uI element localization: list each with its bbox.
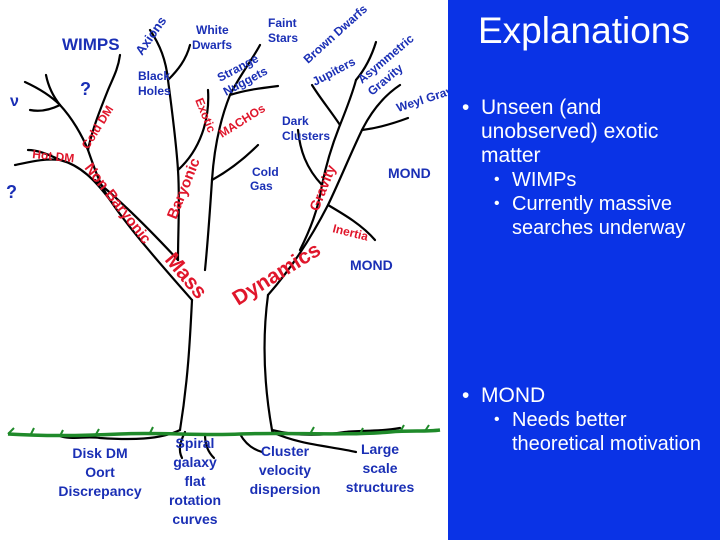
label-spiral-1: Spiral <box>176 435 215 451</box>
label-wimps: WIMPS <box>62 35 120 54</box>
label-disk-dm-2: Oort <box>85 464 115 480</box>
label-dark-clusters-2: Clusters <box>282 129 330 143</box>
root-labels: Disk DM Oort Discrepancy Spiral galaxy f… <box>58 435 414 527</box>
label-hot-dm: Hot DM <box>32 147 75 165</box>
label-mond-lower: MOND <box>350 257 393 273</box>
bullet-text: MOND <box>481 384 546 407</box>
bullet-text: Unseen (and unobserved) exotic matter <box>481 96 659 167</box>
sub-bullets: •WIMPs •Currently massive searches under… <box>494 168 712 240</box>
label-spiral-2: galaxy <box>173 454 217 470</box>
label-mass: Mass <box>160 248 211 303</box>
label-exotic: Exotic <box>192 96 219 135</box>
sub-bullet-glyph: • <box>494 195 500 212</box>
label-cluster-3: dispersion <box>250 481 321 497</box>
bullet-mond: • MOND •Needs better theoretical motivat… <box>462 384 712 456</box>
label-spiral-3: flat <box>185 473 206 489</box>
label-faint-stars-2: Stars <box>268 31 298 45</box>
label-cluster-1: Cluster <box>261 443 310 459</box>
bullet-unseen-matter: • Unseen (and unobserved) exotic matter … <box>462 96 712 240</box>
label-inertia: Inertia <box>331 221 370 243</box>
label-axions: Axions <box>132 14 169 58</box>
bullet-glyph: • <box>462 384 470 407</box>
label-black-holes-2: Holes <box>138 84 171 98</box>
label-mond-upper: MOND <box>388 165 431 181</box>
explanations-panel: Explanations • Unseen (and unobserved) e… <box>448 0 720 540</box>
ground-line <box>7 428 441 438</box>
label-nu: ν <box>10 93 19 110</box>
label-machos: MACHOs <box>216 101 268 141</box>
label-faint-stars-1: Faint <box>268 16 297 30</box>
label-non-baryonic: Non Baryonic <box>81 160 154 247</box>
sub-bullets: •Needs better theoretical motivation <box>494 408 712 456</box>
label-brown-dwarfs: Brown Dwarfs <box>301 2 371 67</box>
bullet-glyph: • <box>462 96 470 119</box>
label-dynamics: Dynamics <box>228 238 324 310</box>
sub-bullet-glyph: • <box>494 411 500 428</box>
sub-bullet-searches: •Currently massive searches underway <box>494 193 686 239</box>
label-black-holes-1: Black <box>138 69 170 83</box>
sub-bullet-motivation: •Needs better theoretical motivation <box>494 409 701 455</box>
label-white-dwarfs-2: Dwarfs <box>192 38 232 52</box>
label-cold-gas-1: Cold <box>252 165 279 179</box>
label-question-top: ? <box>80 79 91 99</box>
label-large-3: structures <box>346 479 415 495</box>
sub-bullet-glyph: • <box>494 171 500 188</box>
label-cluster-2: velocity <box>259 462 311 478</box>
label-cold-dm: Cold DM <box>79 103 117 152</box>
label-question-left: ? <box>6 182 17 202</box>
sub-bullet-wimps: •WIMPs <box>494 169 577 191</box>
label-large-1: Large <box>361 441 399 457</box>
label-spiral-5: curves <box>172 511 217 527</box>
tree-outline <box>13 28 410 460</box>
label-large-2: scale <box>362 460 397 476</box>
slide-title: Explanations <box>478 10 690 51</box>
label-spiral-4: rotation <box>169 492 221 508</box>
label-white-dwarfs-1: White <box>196 23 229 37</box>
label-disk-dm-1: Disk DM <box>72 445 127 461</box>
label-baryonic: Baryonic <box>164 156 204 222</box>
grass-tufts <box>7 424 430 437</box>
label-disk-dm-3: Discrepancy <box>58 483 141 499</box>
label-cold-gas-2: Gas <box>250 179 273 193</box>
label-weyl-gravity: Weyl Gravity <box>395 79 448 115</box>
label-dark-clusters-1: Dark <box>282 114 309 128</box>
tree-diagram: WIMPS Axions White Dwarfs Faint Stars Br… <box>0 0 448 540</box>
tree-drawing: WIMPS Axions White Dwarfs Faint Stars Br… <box>6 2 448 527</box>
